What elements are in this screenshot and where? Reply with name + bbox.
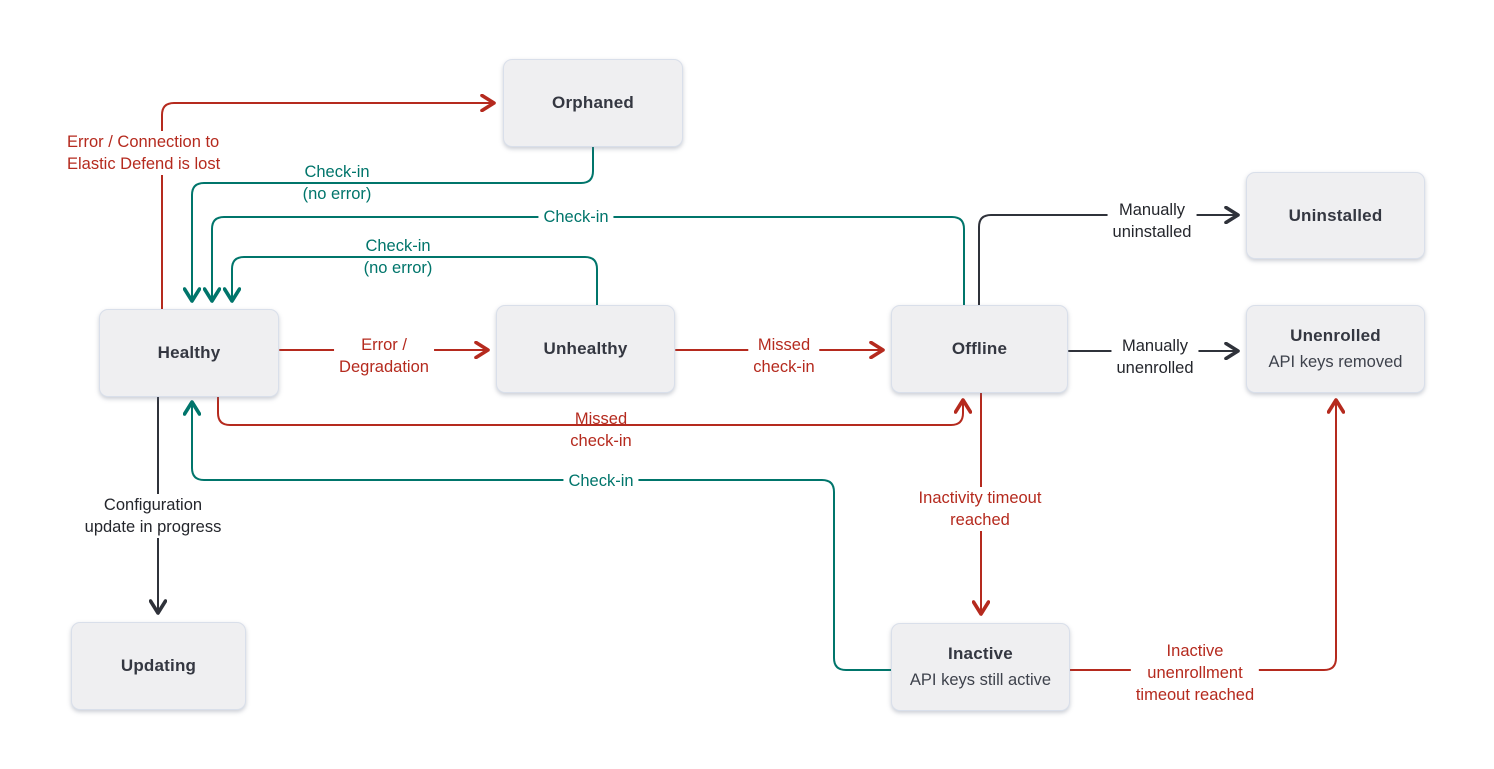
edge-label-manually-uninstalled: Manually uninstalled: [1107, 199, 1197, 243]
node-healthy-title: Healthy: [157, 343, 221, 362]
edge-healthy-to-offline: [217, 396, 963, 426]
edge-offline-to-uninstalled: [978, 215, 1238, 306]
edge-unhealthy-to-healthy: [232, 256, 598, 306]
edge-inactive-to-unenrolled: [1069, 400, 1336, 671]
edge-label-missed-checkin-healthy: Missed check-in: [570, 410, 632, 450]
node-uninstalled: Uninstalled: [1246, 172, 1425, 259]
edge-label-checkin-offline: Check-in: [538, 206, 614, 228]
node-unhealthy: Unhealthy: [496, 305, 675, 393]
node-updating: Updating: [71, 622, 246, 710]
node-unenrolled: Unenrolled API keys removed: [1246, 305, 1425, 393]
edge-healthy-to-orphaned: [161, 103, 494, 310]
node-uninstalled-title: Uninstalled: [1288, 205, 1383, 225]
node-healthy: Healthy: [99, 309, 279, 397]
node-offline: Offline: [891, 305, 1068, 393]
edge-label-manually-unenrolled: Manually unenrolled: [1111, 335, 1199, 379]
node-offline-title: Offline: [951, 339, 1008, 358]
node-unhealthy-title: Unhealthy: [543, 339, 628, 358]
edge-inactive-to-healthy: [192, 402, 892, 671]
node-inactive-subtitle: API keys still active: [909, 671, 1052, 689]
edge-label-error-degradation: Error / Degradation: [334, 334, 434, 378]
node-orphaned-title: Orphaned: [552, 93, 634, 112]
edge-label-missed-checkin-unhealthy: Missed check-in: [748, 334, 820, 378]
node-unenrolled-subtitle: API keys removed: [1268, 353, 1403, 371]
node-orphaned: Orphaned: [503, 59, 683, 147]
edge-orphaned-to-healthy: [192, 146, 594, 301]
edge-label-configuration-update: Configuration update in progress: [79, 494, 227, 538]
edge-offline-to-healthy: [212, 216, 965, 306]
node-updating-title: Updating: [120, 656, 197, 675]
edge-label-inactive-unenrollment: Inactive unenrollment timeout reached: [1130, 640, 1260, 706]
node-unenrolled-title: Unenrolled: [1290, 326, 1381, 345]
edge-label-error-connection: Error / Connection to Elastic Defend is …: [62, 131, 226, 175]
node-inactive: Inactive API keys still active: [891, 623, 1070, 711]
node-inactive-title: Inactive: [948, 644, 1013, 663]
edge-label-checkin-no-error-unhealthy: Check-in (no error): [363, 237, 433, 277]
edge-label-inactivity-timeout: Inactivity timeout reached: [913, 487, 1047, 531]
edge-label-checkin-no-error-orphaned: Check-in (no error): [302, 163, 372, 203]
edge-label-checkin-inactive: Check-in: [563, 470, 639, 492]
